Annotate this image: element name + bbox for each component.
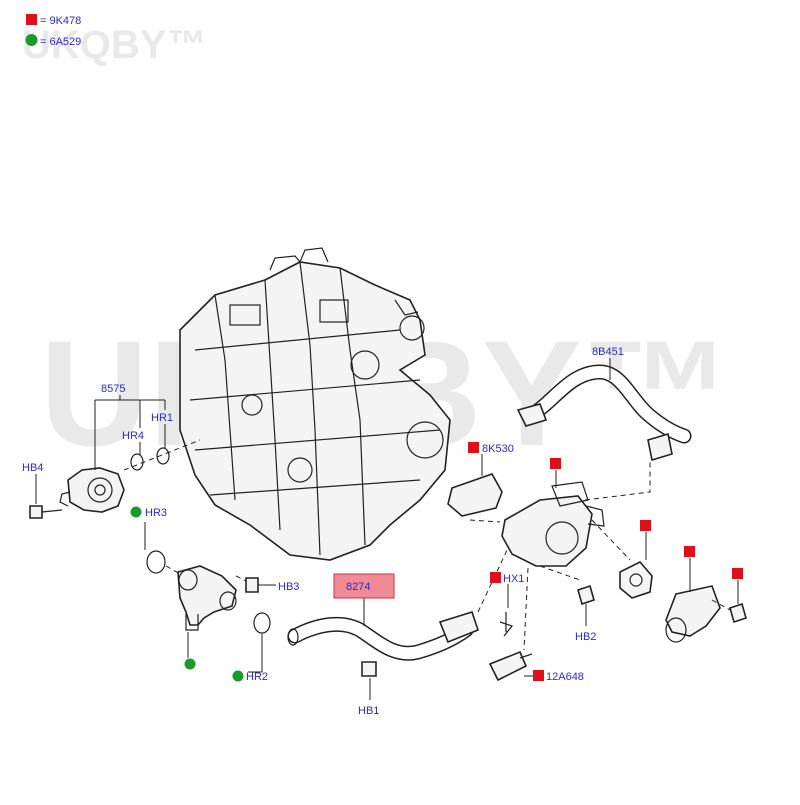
dash-hose-housing [477, 547, 509, 613]
leader-hr2 [248, 634, 263, 673]
dash-housing-hose [584, 462, 651, 501]
o-ring-hr3 [146, 550, 166, 574]
marker-red-outlet [684, 546, 695, 557]
callout-hb3: HB3 [278, 581, 299, 593]
callout-hr1: HR1 [151, 412, 173, 424]
outlet-housing [665, 585, 721, 643]
callout-hr4: HR4 [122, 430, 144, 442]
legend-item-red: = 9K478 [40, 15, 81, 27]
leader-8575 [94, 395, 166, 470]
o-ring-hr2 [253, 612, 271, 634]
callout-8274: 8274 [346, 581, 370, 593]
o-ring-hr1 [156, 447, 170, 465]
callout-8575: 8575 [101, 383, 125, 395]
marker-red-housing [550, 458, 561, 469]
bolt-hb3 [245, 577, 276, 593]
dash-hr3 [165, 565, 181, 575]
thermostat [619, 561, 653, 599]
thermostat-housing-main [501, 481, 605, 567]
marker-red-thermostat [640, 520, 651, 531]
callout-hb2: HB2 [575, 631, 596, 643]
callout-hr2: HR2 [246, 671, 268, 683]
callout-8k530: 8K530 [482, 443, 514, 455]
dash-housing-hb2 [539, 565, 581, 581]
clamp-hb1 [361, 661, 377, 677]
engine-block-illustration [179, 247, 451, 561]
legend: = 9K478 = 6A529 [25, 14, 81, 48]
dash-pump-engine [123, 439, 201, 471]
bolt-hb4 [29, 505, 63, 519]
dash-housing-thermostat [591, 519, 631, 561]
callout-hb4: HB4 [22, 462, 43, 474]
thermostat-housing-lower [177, 565, 237, 631]
watermark-small: UKQBY™ [22, 23, 206, 67]
dash-gasket-housing [469, 519, 501, 523]
hose-8b451 [516, 364, 692, 462]
hose-8274 [287, 611, 479, 661]
marker-green-hr3 [130, 506, 142, 518]
gasket-8k530 [447, 473, 503, 517]
bolt-hb2 [577, 584, 595, 606]
temperature-sensor [488, 612, 533, 682]
legend-item-green: = 6A529 [40, 36, 81, 48]
marker-green-housing [184, 658, 196, 670]
callout-8b451: 8B451 [592, 346, 624, 358]
bolt-outlet [729, 602, 747, 624]
callout-hb1: HB1 [358, 705, 379, 717]
legend-red-square-icon [26, 14, 37, 25]
dash-outlet-bolt [711, 599, 731, 611]
marker-red-bolt [732, 568, 743, 579]
callout-hr3: HR3 [145, 507, 167, 519]
marker-red-8k530 [468, 442, 479, 453]
callout-12a648: 12A648 [546, 671, 584, 683]
callout-8274-highlight [333, 573, 395, 599]
callout-hx1: HX1 [503, 573, 524, 585]
marker-red-hx1 [490, 572, 501, 583]
dash-housing-sensor [523, 567, 529, 651]
legend-green-dot-icon [25, 34, 38, 46]
water-pump-8575 [59, 467, 125, 513]
marker-red-12a648 [533, 670, 544, 681]
marker-green-hr2 [232, 670, 244, 682]
